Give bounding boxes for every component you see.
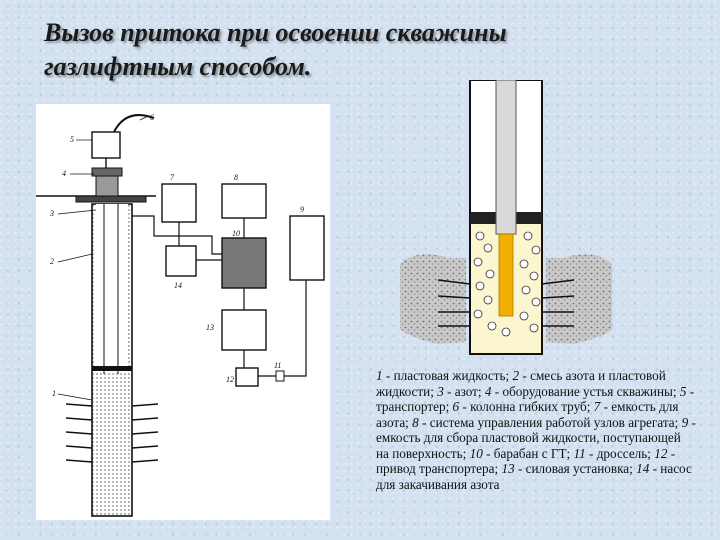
legend-item-4: 4 - оборудование устья скважины; [484,383,680,399]
legend-item-6: 6 - колонна гибких труб; [452,399,594,414]
callout-3: 3 [49,209,54,218]
legend-item-9: 9 - емкость для сбора пластовой жидкости… [376,414,696,461]
connection-lines [132,215,307,377]
callout-1: 1 [52,389,56,398]
tubing-string [495,80,517,235]
packer-right [516,212,542,224]
legend-item-5: 5 - транспортер; [376,383,695,415]
equipment-scheme: 1 2 3 4 5 6 7 8 9 10 11 12 13 14 [36,104,330,520]
callout-2: 2 [50,257,54,266]
legend-text: 1 - пластовая жидкость; 2 - смесь азота … [376,368,696,540]
callout-4: 4 [62,169,66,178]
nitrogen-tank [161,183,197,223]
ct-reel-drum [221,237,267,289]
formation-zone [400,254,612,344]
perforations [65,403,159,463]
coiled-tubing [113,114,155,133]
control-system-box [221,183,267,219]
legend-item-2: 2 - смесь азота и пластовой жидкости; [376,368,666,399]
callout-6: 6 [150,113,154,122]
callout-13: 13 [206,323,214,332]
choke-valve [275,370,285,382]
callout-5: 5 [70,135,74,144]
legend-item-13: 13 - силовая установка; [501,461,637,476]
wellhead-equipment [75,167,147,203]
nitrogen-stream [498,233,514,317]
transporter-box [91,131,121,159]
callout-9: 9 [300,205,304,214]
well-closeup [398,80,614,362]
closeup-drawing [400,80,612,355]
packer-left [470,212,496,224]
fluid-tank [289,215,325,281]
callout-7: 7 [170,173,175,182]
well-casing [91,203,133,517]
callout-leaders [57,115,149,401]
legend-item-12: 12 - привод транспортера; [376,445,676,477]
legend-item-11: 11 - дроссель; [573,445,655,461]
callout-8: 8 [234,173,238,182]
nitrogen-pump [165,245,197,277]
legend-item-3: 3 - азот; [437,383,485,399]
callout-14: 14 [174,281,182,290]
legend-item-8: 8 - система управления работой узлов агр… [412,414,682,430]
callout-11: 11 [274,361,281,370]
legend-item-7: 7 - емкость для азота; [376,399,679,430]
callout-10: 10 [232,229,240,238]
slide-title: Вызов притока при освоении скважины газл… [44,16,684,84]
power-unit [221,309,267,351]
scheme-drawing: 1 2 3 4 5 6 7 8 9 10 11 12 13 14 [36,113,325,517]
legend-item-1: 1 - пластовая жидкость; [376,368,513,383]
title-line-1: Вызов притока при освоении скважины [44,18,507,47]
title-line-2: газлифтным способом. [44,52,312,81]
gas-bubbles [473,231,541,337]
transporter-drive [235,367,259,387]
callout-12: 12 [226,375,234,384]
legend-item-14: 14 - насос для закачивания азота [376,461,692,492]
perforation-lines [437,279,575,327]
legend-item-10: 10 - барабан с ГТ; [469,445,574,461]
